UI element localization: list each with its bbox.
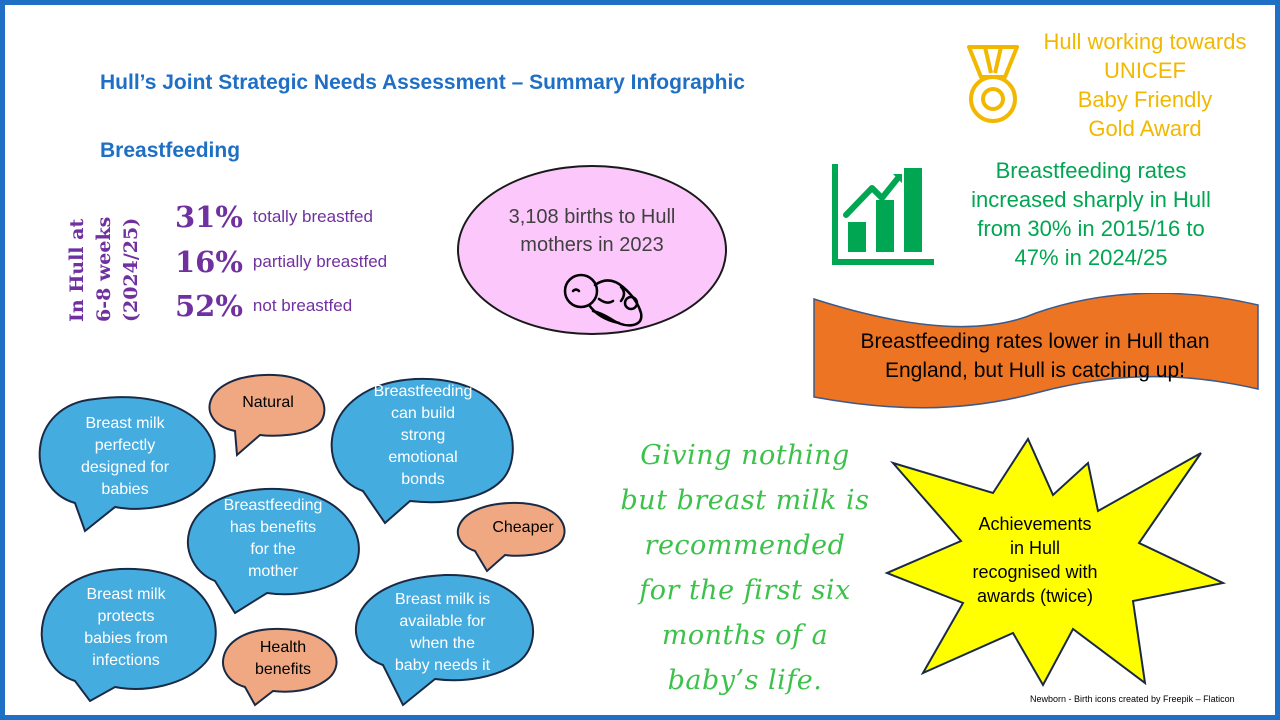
- bubble-line: emotional: [388, 449, 458, 466]
- bubble-available: Breast milk is available for when the ba…: [375, 589, 510, 677]
- bubble-line: for the: [250, 541, 296, 558]
- speech-bubble: [186, 487, 360, 615]
- speech-bubble: [40, 567, 217, 703]
- bubble-line: when the: [410, 635, 475, 652]
- unicef-award-text: Hull working towards UNICEF Baby Friendl…: [1025, 27, 1265, 143]
- stat-row-totally: 31% totally breastfed: [175, 200, 373, 234]
- bubble-line: Health: [259, 639, 307, 656]
- unicef-line-3: Baby Friendly: [1077, 87, 1213, 112]
- bubble-line: has benefits: [229, 519, 317, 536]
- star-line-3: recognised with: [972, 562, 1098, 582]
- bubble-line: Breast milk is: [394, 591, 491, 608]
- bubble-line: benefits: [254, 661, 312, 678]
- speech-bubble: [222, 627, 338, 707]
- bubble-mother-benefits: Breastfeeding has benefits for the mothe…: [208, 495, 338, 583]
- stat-value: 52%: [175, 289, 243, 323]
- bubble-line: infections: [92, 652, 160, 669]
- quote-line: but breast milk is: [620, 485, 870, 516]
- unicef-line-4: Gold Award: [1088, 116, 1202, 141]
- stat-row-partially: 16% partially breastfed: [175, 245, 387, 279]
- bubble-line: can build: [390, 405, 456, 422]
- achievements-starburst: [884, 436, 1227, 688]
- unicef-line-2: UNICEF: [1104, 58, 1186, 83]
- births-line-2: mothers in 2023: [520, 234, 664, 256]
- speech-bubble: [457, 501, 566, 573]
- bubble-line: baby needs it: [394, 657, 491, 674]
- stat-row-not: 52% not breastfed: [175, 289, 352, 323]
- quote-line: baby’s life.: [667, 665, 823, 696]
- icon-credit: Newborn - Birth icons created by Freepik…: [1030, 694, 1235, 704]
- achievements-text: Achievements in Hull recognised with awa…: [950, 512, 1120, 608]
- stat-value: 16%: [175, 245, 243, 279]
- comparison-banner-text: Breastfeeding rates lower in Hull than E…: [835, 327, 1235, 385]
- rates-line-4: 47% in 2024/25: [1014, 245, 1168, 270]
- bubble-line: Cheaper: [492, 519, 554, 536]
- bubble-line: available for: [399, 613, 486, 630]
- benefit-bubbles: [38, 373, 566, 707]
- speech-bubble: [330, 377, 514, 525]
- star-line-4: awards (twice): [976, 586, 1094, 606]
- quote-line: recommended: [644, 530, 846, 561]
- bubble-perfectly-designed: Breast milk perfectly designed for babie…: [65, 413, 185, 501]
- stats-period-line-3: (2024/25): [120, 218, 142, 322]
- bubble-protects-infections: Breast milk protects babies from infecti…: [63, 584, 189, 672]
- bubble-line: strong: [400, 427, 446, 444]
- stats-period-line-1: In Hull at: [66, 219, 88, 322]
- stat-label: partially breastfed: [252, 252, 388, 271]
- recommendation-quote: Giving nothing but breast milk is recomm…: [605, 433, 885, 703]
- bubble-line: mother: [248, 563, 298, 580]
- rates-line-2: increased sharply in Hull: [971, 187, 1211, 212]
- quote-line: months of a: [661, 620, 829, 651]
- bubble-line: Breastfeeding: [373, 383, 473, 400]
- bubble-line: Natural: [242, 394, 294, 411]
- comparison-banner: [813, 293, 1259, 409]
- bubble-line: Breast milk: [86, 586, 166, 603]
- bubble-natural: Natural: [218, 392, 318, 414]
- quote-line: Giving nothing: [640, 440, 850, 471]
- stat-label: not breastfed: [252, 296, 353, 315]
- bubble-emotional-bonds: Breastfeeding can build strong emotional…: [353, 381, 493, 491]
- bubble-line: perfectly: [94, 437, 156, 454]
- rates-line-1: Breastfeeding rates: [995, 158, 1187, 183]
- growth-chart-icon: [832, 164, 934, 265]
- speech-bubble: [208, 373, 326, 458]
- banner-line-1: Breastfeeding rates lower in Hull than: [860, 330, 1210, 353]
- page-title: Hull’s Joint Strategic Needs Assessment …: [100, 71, 745, 94]
- star-line-1: Achievements: [978, 514, 1092, 534]
- rates-increase-text: Breastfeeding rates increased sharply in…: [955, 156, 1227, 272]
- speech-bubble: [38, 396, 216, 533]
- banner-line-2: England, but Hull is catching up!: [884, 359, 1186, 382]
- stat-value: 31%: [175, 200, 243, 234]
- stats-period-line-2: 6-8 weeks: [93, 217, 115, 322]
- rates-line-3: from 30% in 2015/16 to: [977, 216, 1205, 241]
- bubble-line: designed for: [80, 459, 170, 476]
- bubble-line: Breastfeeding: [223, 497, 323, 514]
- unicef-line-1: Hull working towards: [1043, 29, 1247, 54]
- bubble-health-benefits: Health benefits: [233, 637, 333, 681]
- births-ellipse: 3,108 births to Hull mothers in 2023: [457, 165, 727, 335]
- bubble-line: babies: [101, 481, 149, 498]
- stats-period-label: In Hull at 6-8 weeks (2024/25): [66, 217, 142, 322]
- bubble-cheaper: Cheaper: [473, 517, 573, 539]
- quote-line: for the first six: [639, 575, 851, 606]
- bubble-line: babies from: [84, 630, 168, 647]
- births-line-1: 3,108 births to Hull: [508, 206, 676, 228]
- newborn-icon: [563, 273, 643, 327]
- medal-icon: [967, 45, 1019, 123]
- bubble-line: protects: [97, 608, 155, 625]
- section-heading: Breastfeeding: [100, 139, 241, 162]
- star-line-2: in Hull: [1009, 538, 1061, 558]
- bubble-line: Breast milk: [85, 415, 165, 432]
- speech-bubble: [355, 573, 534, 707]
- stat-label: totally breastfed: [252, 207, 373, 226]
- bubble-line: bonds: [401, 471, 445, 488]
